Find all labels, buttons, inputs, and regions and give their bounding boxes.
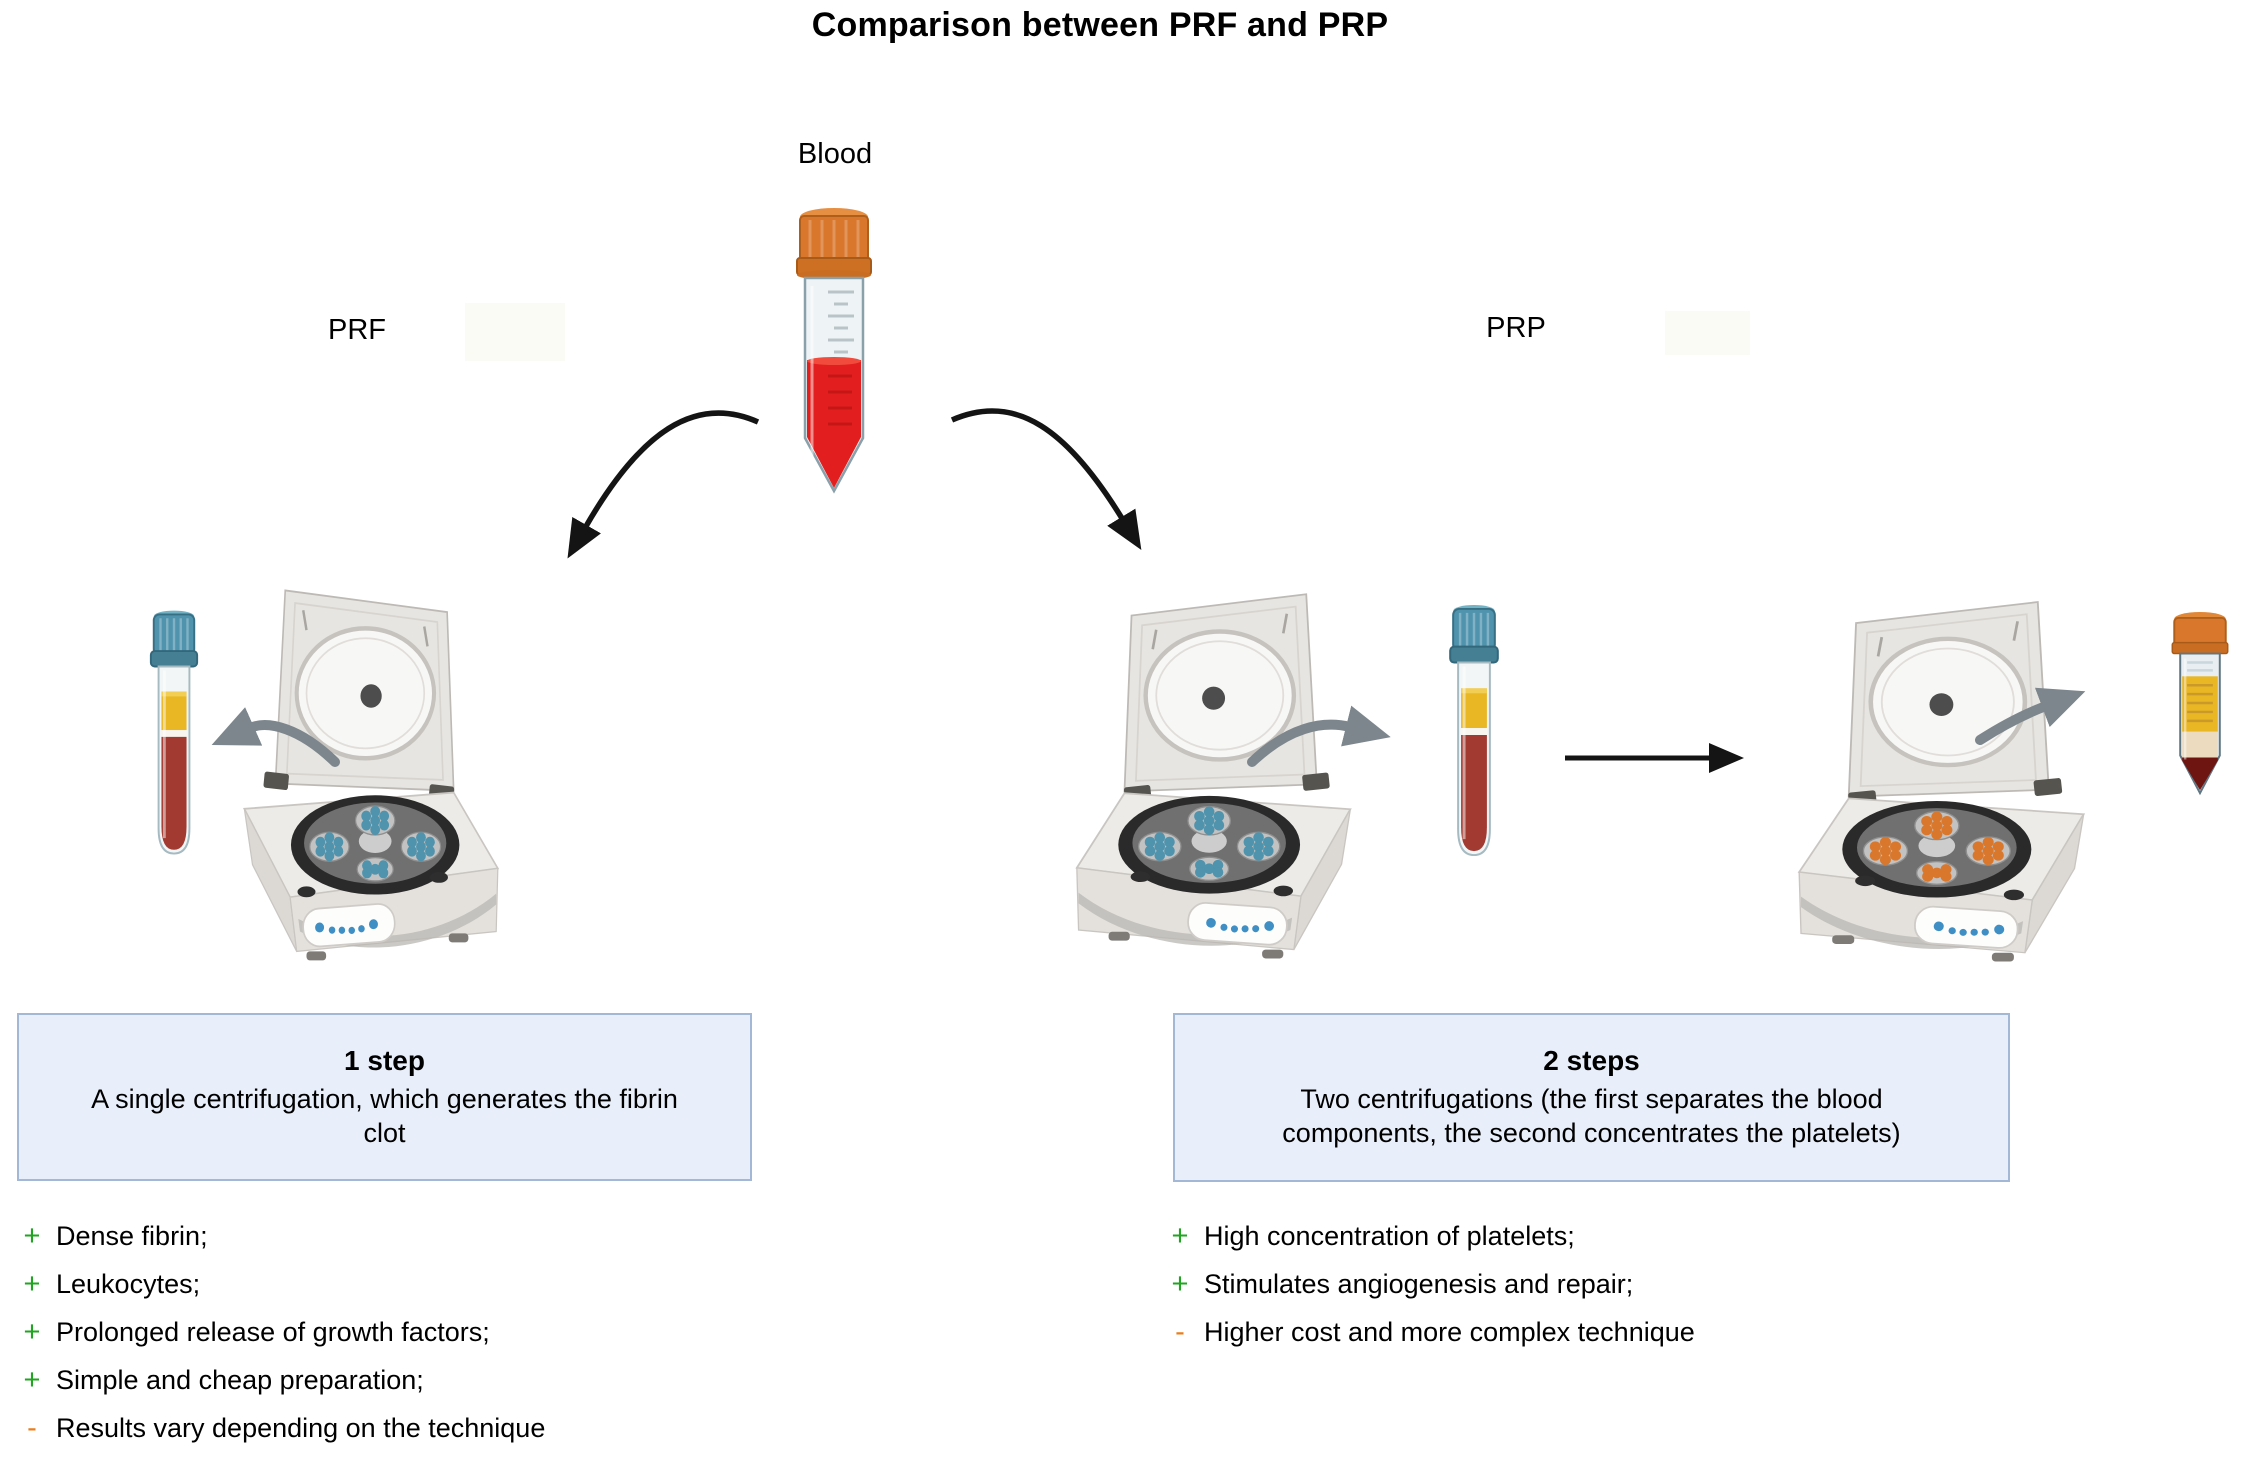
prf-points-list: + Dense fibrin; + Leukocytes; + Prolonge…	[16, 1220, 776, 1460]
prp-second-extraction-arrow-icon	[1975, 687, 2086, 745]
prp-label: PRP	[1486, 312, 1546, 344]
list-item: + High concentration of platelets;	[1164, 1220, 1964, 1268]
list-item-text: Leukocytes;	[56, 1269, 201, 1299]
blood-to-prp-arrow-icon	[950, 408, 1142, 551]
list-item: + Leukocytes;	[16, 1268, 776, 1316]
prf-step-body: A single centrifugation, which generates…	[91, 1083, 678, 1148]
prf-extraction-arrow-icon	[211, 707, 340, 767]
faint-patch-right	[1665, 311, 1750, 355]
prp-final-tube-icon	[2171, 611, 2229, 796]
minus-sign: -	[27, 1412, 37, 1444]
faint-patch-left	[465, 303, 565, 361]
list-item-text: Simple and cheap preparation;	[56, 1365, 424, 1395]
list-item-text: Stimulates angiogenesis and repair;	[1204, 1269, 1634, 1299]
list-item: - Results vary depending on the techniqu…	[16, 1412, 776, 1460]
prf-step-box: 1 step A single centrifugation, which ge…	[17, 1013, 752, 1181]
plus-sign: +	[23, 1364, 41, 1396]
list-item-text: Higher cost and more complex technique	[1204, 1317, 1695, 1347]
list-item: + Prolonged release of growth factors;	[16, 1316, 776, 1364]
prf-label: PRF	[328, 314, 386, 346]
blood-label: Blood	[797, 138, 873, 170]
list-item: + Dense fibrin;	[16, 1220, 776, 1268]
plus-sign: +	[1171, 1268, 1189, 1300]
plus-sign: +	[23, 1268, 41, 1300]
list-item-text: Dense fibrin;	[56, 1221, 208, 1251]
plus-sign: +	[23, 1316, 41, 1348]
prp-intermediate-tube-icon	[1446, 601, 1502, 863]
list-item: - Higher cost and more complex technique	[1164, 1316, 1964, 1364]
prf-tube-icon	[147, 603, 201, 865]
list-item: + Simple and cheap preparation;	[16, 1364, 776, 1412]
prf-step-title: 1 step	[344, 1044, 425, 1076]
blood-tube-icon	[796, 208, 872, 494]
plus-sign: +	[1171, 1220, 1189, 1252]
plus-sign: +	[23, 1220, 41, 1252]
list-item-text: Prolonged release of growth factors;	[56, 1317, 490, 1347]
blood-to-prf-arrow-icon	[567, 410, 760, 559]
prp-first-extraction-arrow-icon	[1247, 705, 1391, 767]
minus-sign: -	[1175, 1316, 1185, 1348]
prp-step-title: 2 steps	[1543, 1045, 1640, 1076]
prp-step-body: Two centrifugations (the first separates…	[1282, 1084, 1901, 1148]
prp-step-box: 2 steps Two centrifugations (the first s…	[1173, 1013, 2010, 1182]
prp-points-list: + High concentration of platelets; + Sti…	[1164, 1220, 1964, 1364]
list-item-text: Results vary depending on the technique	[56, 1413, 546, 1443]
diagram-title: Comparison between PRF and PRP	[811, 6, 1389, 44]
list-item-text: High concentration of platelets;	[1204, 1221, 1575, 1251]
list-item: + Stimulates angiogenesis and repair;	[1164, 1268, 1964, 1316]
